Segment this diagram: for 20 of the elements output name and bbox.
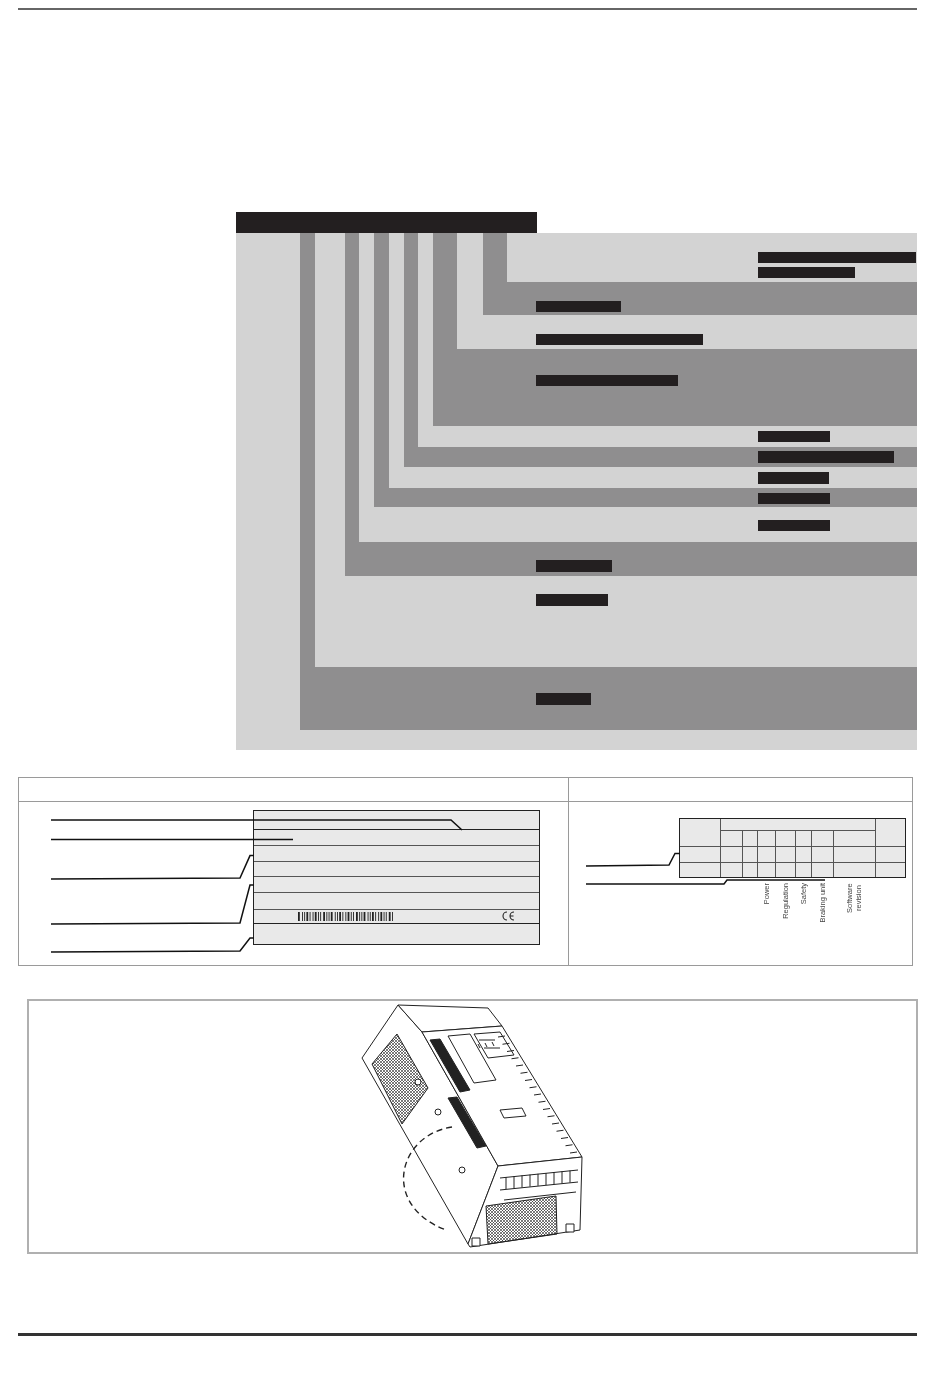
leader-line	[50, 854, 255, 880]
nameplate-row	[254, 862, 539, 877]
nameplate	[253, 810, 540, 945]
leader-line	[50, 937, 255, 953]
leader-line	[585, 879, 826, 885]
table-row	[680, 847, 905, 863]
nameplate-row	[254, 893, 539, 910]
nameplate-row	[254, 830, 539, 846]
table-row	[680, 819, 905, 847]
leader-line	[585, 852, 681, 867]
table-row	[680, 863, 905, 877]
nameplate-row	[254, 924, 539, 944]
leader-line	[50, 884, 255, 925]
nameplate-row	[254, 910, 539, 924]
leader-line	[50, 819, 463, 831]
nameplate-row	[254, 811, 539, 830]
nameplate-row	[254, 877, 539, 893]
code-table	[679, 818, 906, 878]
leader-line	[50, 838, 294, 841]
nameplate-row	[254, 846, 539, 862]
